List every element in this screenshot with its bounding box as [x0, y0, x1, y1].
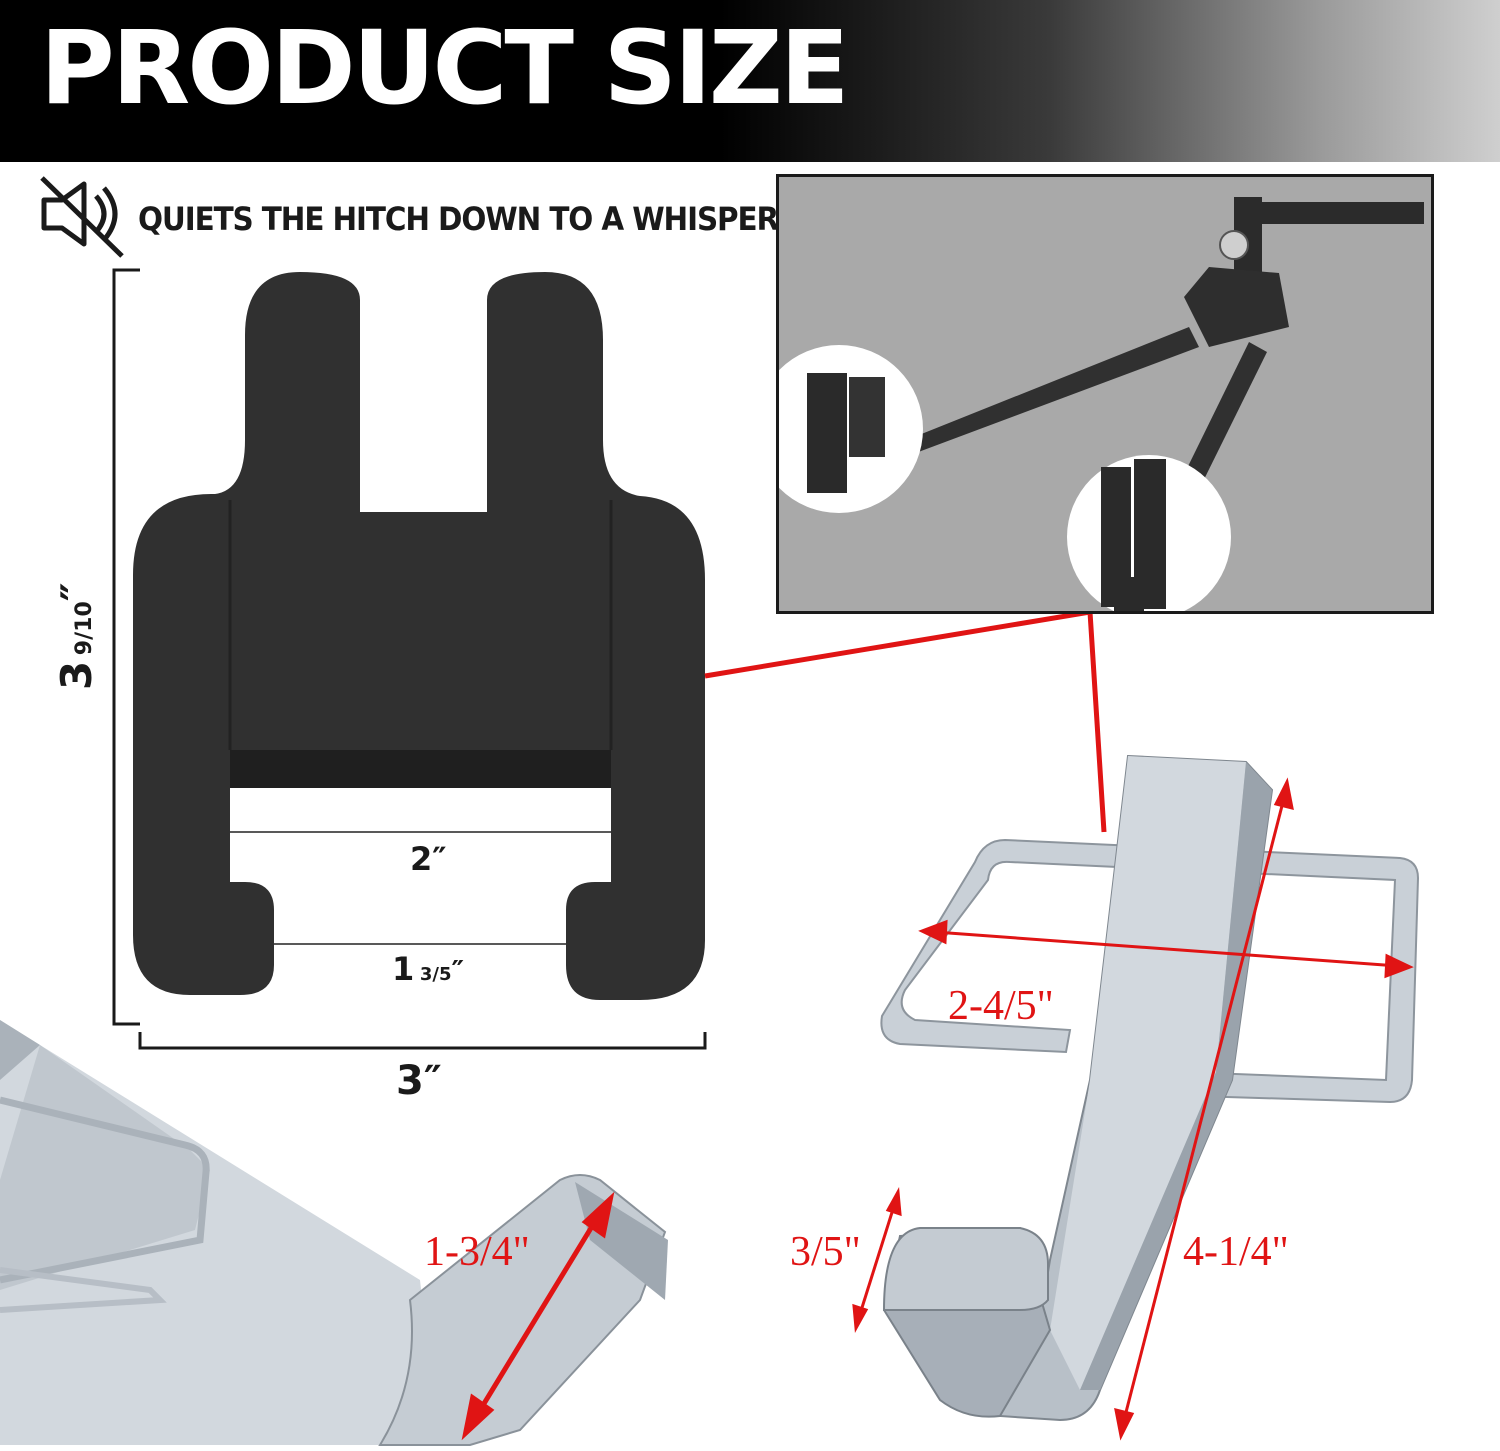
inner-width-label: 2″ [410, 840, 447, 878]
pad-ledge [230, 750, 611, 788]
dimension-arrows [461, 777, 1414, 1441]
hitch-ball [1219, 230, 1249, 260]
slot-fraction: 3/5 [419, 964, 452, 985]
head-assembly [1184, 267, 1289, 347]
width-bracket [138, 1032, 707, 1050]
receiver-bar [1244, 202, 1424, 224]
slot-whole: 1 [392, 950, 415, 988]
height-bracket [112, 268, 140, 1026]
clip-width-label: 2-4/5" [948, 983, 1054, 1029]
slot-width-label: 1 3/5″ [392, 950, 464, 988]
feature-tagline: QUIETS THE HITCH DOWN TO A WHISPER! [138, 200, 792, 238]
height-mark: ″ [52, 582, 101, 602]
title-banner: PRODUCT SIZE [0, 0, 1500, 162]
height-whole: 3 [52, 660, 101, 690]
hook-length-label: 1-3/4" [424, 1229, 530, 1275]
slot-mark: ″ [451, 954, 464, 987]
pin-length-label: 4-1/4" [1183, 1229, 1289, 1275]
pin-clip [880, 754, 1420, 1422]
pin-tip-label: 3/5" [790, 1229, 861, 1275]
hitch-photo [776, 174, 1434, 614]
height-dimension: 3 9/10″ [52, 566, 122, 690]
rubber-pad [133, 272, 705, 1000]
hitch-photo-illustration [779, 177, 1431, 611]
callout-connector [704, 609, 1107, 833]
height-fraction: 9/10 [72, 601, 97, 656]
hook-pin [0, 1020, 668, 1446]
page-title: PRODUCT SIZE [40, 9, 849, 128]
width-label: 3″ [396, 1058, 442, 1104]
